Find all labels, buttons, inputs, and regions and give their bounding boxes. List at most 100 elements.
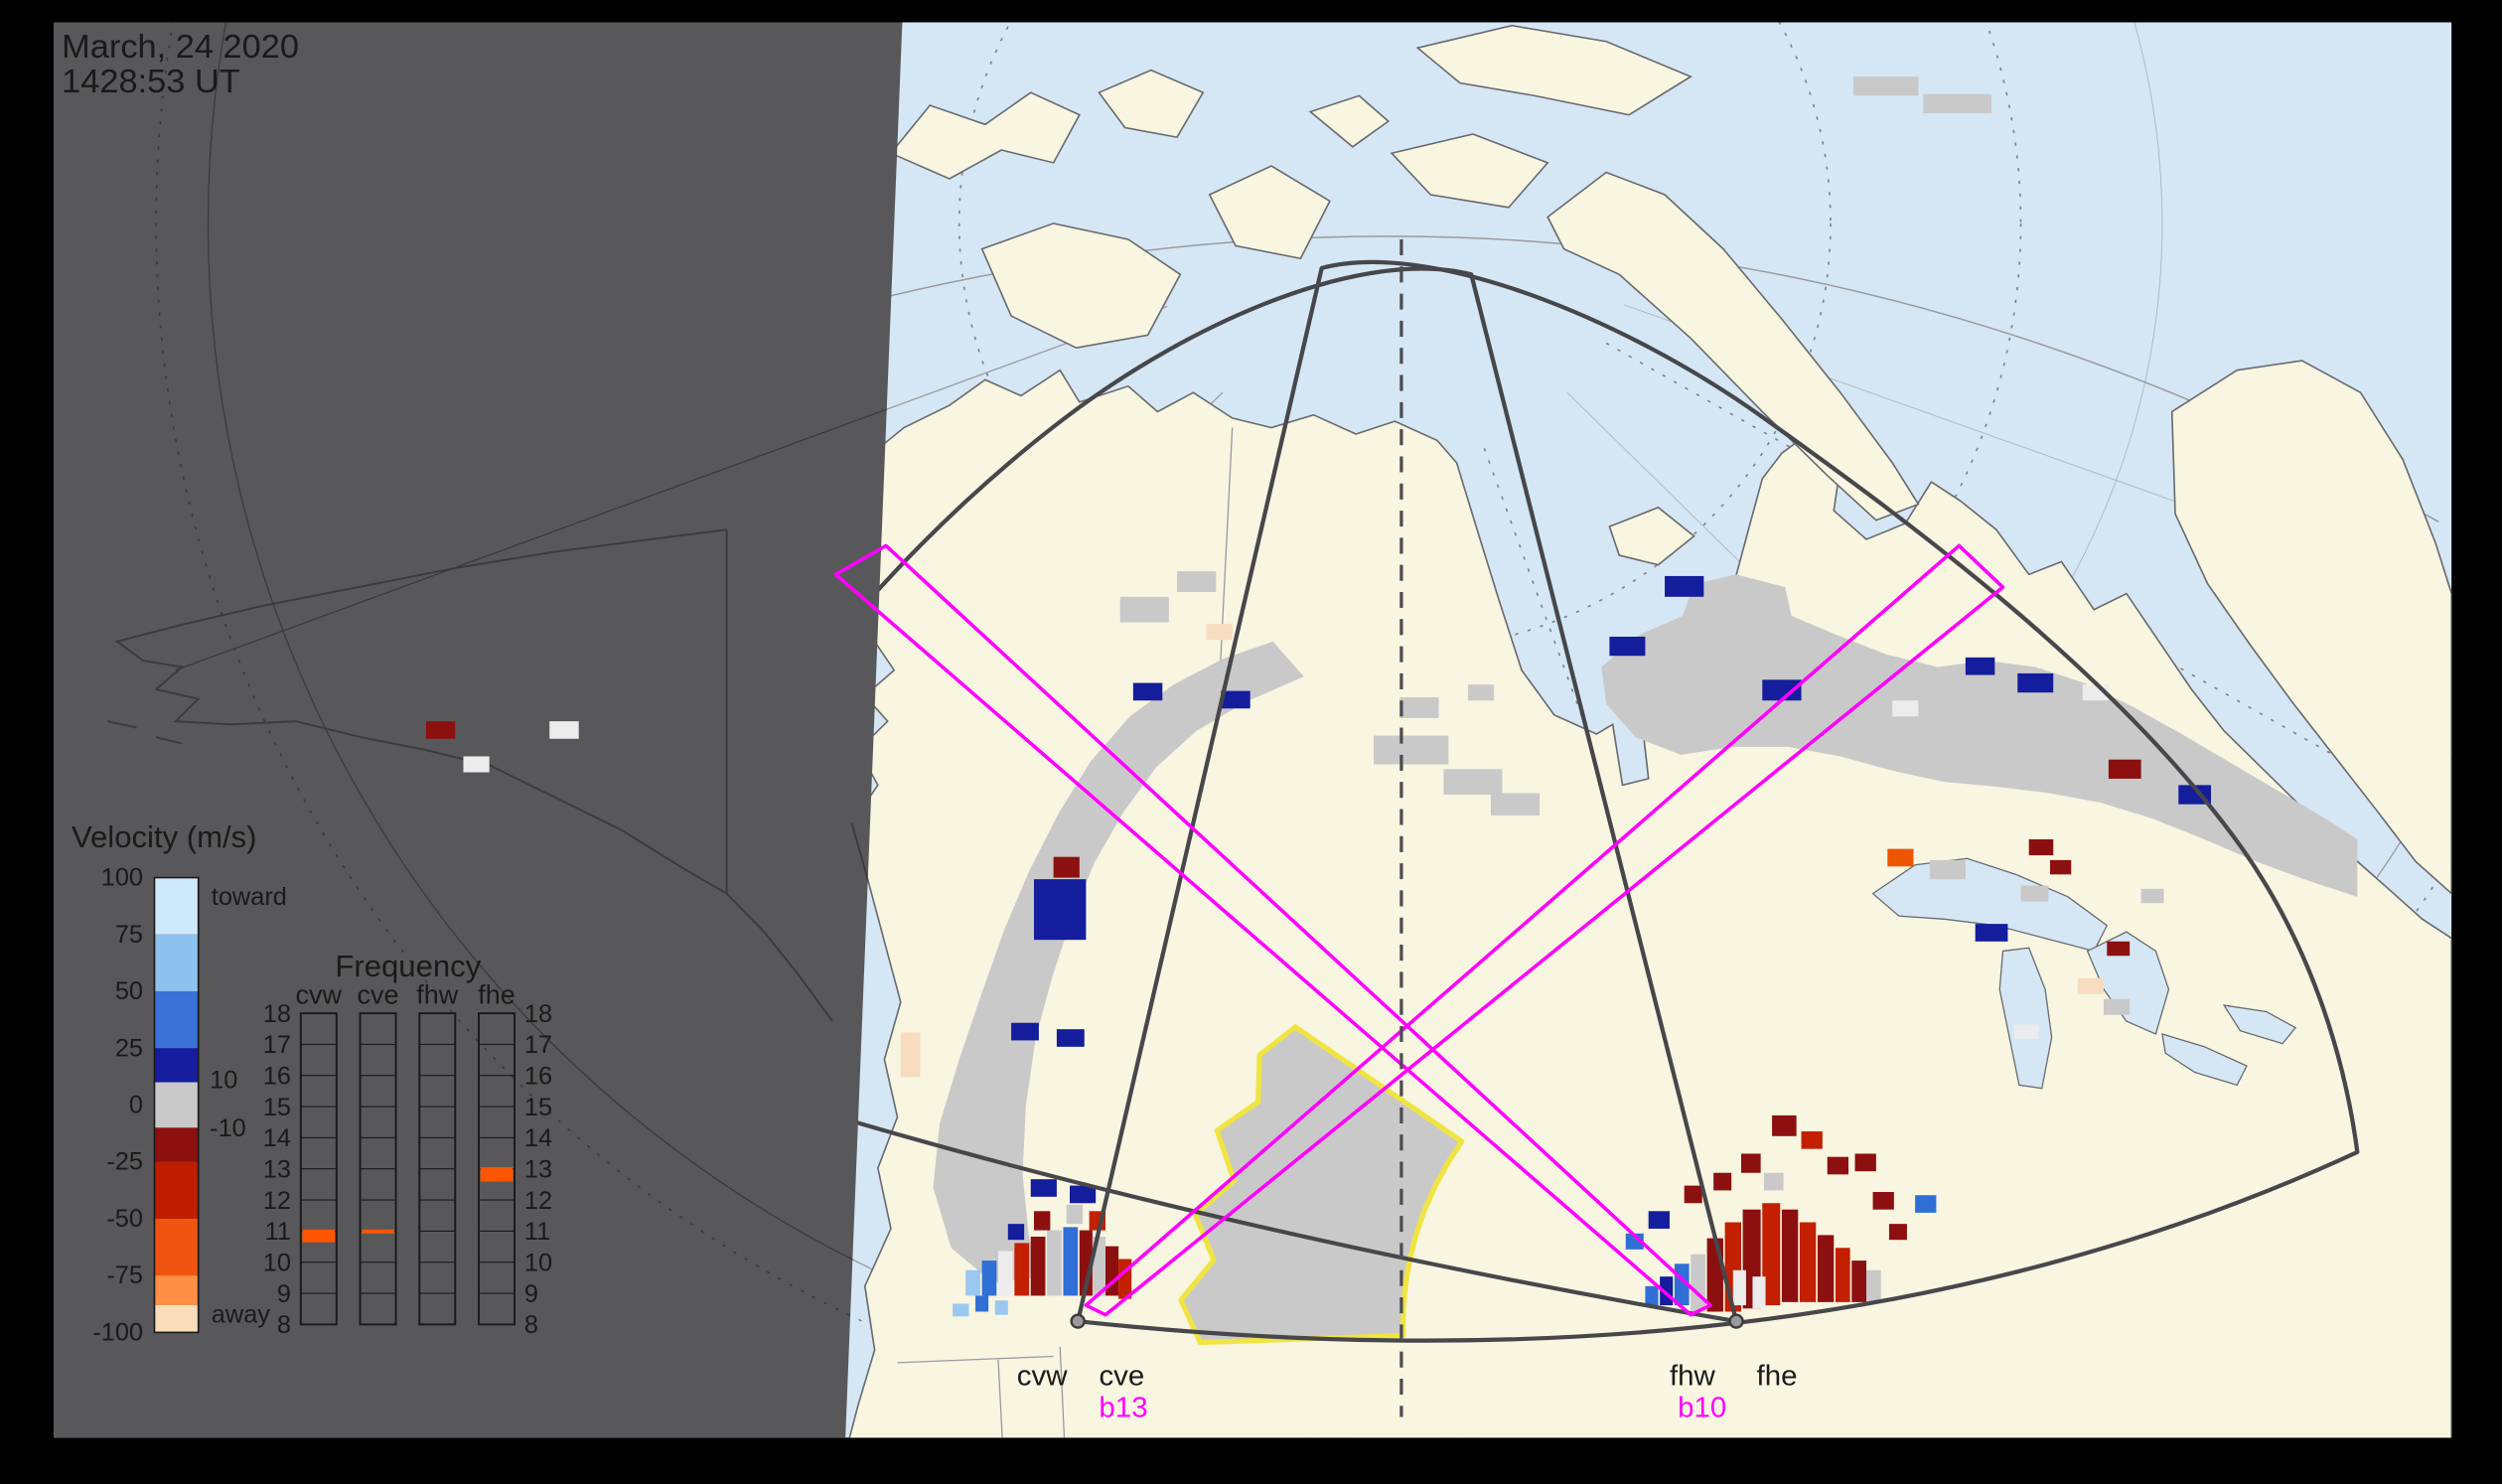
scatter-band-east (1601, 574, 2358, 897)
data-cell (1762, 679, 1802, 701)
frequency-scale-label-left: 8 (277, 1311, 291, 1339)
frequency-scale-label-left: 12 (263, 1187, 291, 1215)
frequency-column-label: cve (358, 980, 399, 1010)
aleutian-islands (106, 720, 183, 745)
colorbar-tick-label: 100 (101, 864, 143, 892)
data-cell (2049, 859, 2072, 875)
data-cell (1915, 1195, 1937, 1213)
colorbar-tick-label: -75 (106, 1261, 143, 1289)
data-cell (1011, 1022, 1039, 1041)
radar-site-dot-fh (1728, 1313, 1744, 1329)
data-cell (2103, 998, 2131, 1015)
frequency-mark-fhe (480, 1167, 514, 1182)
data-cell (1399, 697, 1439, 718)
neg-threshold-label: -10 (210, 1114, 246, 1142)
data-cell (1206, 624, 1233, 641)
data-cell (1763, 1172, 1784, 1191)
data-cell (2013, 1024, 2039, 1039)
frequency-scale-label-right: 12 (524, 1187, 552, 1215)
data-cell (1069, 1185, 1097, 1204)
data-cell (1648, 1211, 1670, 1229)
frequency-scale-label-left: 11 (265, 1218, 291, 1246)
terminator-overlay (54, 22, 903, 1438)
data-cell (1888, 1224, 1907, 1241)
data-cell (1033, 879, 1087, 941)
data-cell (1772, 1114, 1797, 1136)
data-cell (1118, 1259, 1132, 1299)
data-cell (1929, 859, 1966, 880)
arctic-island (1098, 69, 1205, 139)
data-cell (1443, 769, 1503, 796)
data-cell (1468, 684, 1495, 701)
data-cell (1033, 1211, 1051, 1231)
data-cell (1063, 1227, 1079, 1296)
data-cell (425, 721, 456, 739)
data-cell (549, 721, 579, 739)
colorbar-segment (154, 991, 199, 1049)
data-cell (997, 1251, 1013, 1296)
data-cell (1713, 1172, 1732, 1191)
colorbar-tick-label: 0 (129, 1092, 143, 1119)
beam-label-b10: b10 (1678, 1393, 1726, 1424)
data-cell (2020, 885, 2049, 902)
colorbar-tick-label: -100 (92, 1319, 143, 1347)
data-cell (1732, 1269, 1746, 1306)
data-cell (2077, 977, 2104, 994)
date-label: March, 24 2020 (62, 28, 299, 66)
data-cell (2017, 672, 2054, 693)
colorbar-segment (154, 1082, 199, 1128)
data-cell (1056, 1029, 1085, 1047)
data-cell (1851, 1261, 1867, 1302)
beam-b10 (833, 543, 1712, 1317)
data-cell (1923, 93, 1992, 114)
scatter-band-west (933, 641, 1304, 1283)
velocity-legend-title: Velocity (m/s) (72, 819, 257, 854)
data-cell (1490, 793, 1541, 816)
beam-b13 (1084, 543, 2005, 1317)
frequency-scale-label-right: 15 (524, 1094, 552, 1121)
data-cell (1827, 1156, 1849, 1175)
data-cell (1975, 924, 2008, 942)
colorbar-segment (154, 934, 199, 992)
data-cell (1014, 1243, 1030, 1296)
arctic-island (889, 91, 1081, 180)
data-cell (2140, 888, 2164, 904)
data-cell (2108, 759, 2141, 779)
frequency-scale-label-left: 17 (263, 1031, 291, 1059)
data-cell (1221, 690, 1251, 709)
data-cell (1684, 1185, 1702, 1204)
colorbar-segment (154, 1218, 199, 1276)
frequency-panel-title: Frequency (335, 949, 481, 983)
data-cell (1762, 1203, 1781, 1306)
data-cell (1007, 1224, 1025, 1241)
data-cell (1817, 1235, 1835, 1302)
frequency-column-label: fhe (478, 980, 515, 1010)
frequency-scale-label-left: 16 (263, 1063, 291, 1091)
data-cell (1866, 1269, 1881, 1302)
frequency-scale-label-right: 16 (524, 1063, 552, 1091)
frequency-scale-label-left: 9 (277, 1280, 291, 1308)
data-cell (1030, 1179, 1057, 1197)
frequency-scale-label-left: 18 (263, 1000, 291, 1028)
data-cell (2107, 941, 2131, 957)
frequency-mark-cve (362, 1229, 394, 1234)
political-borders (897, 427, 1234, 1438)
frequency-scale-label-left: 10 (263, 1250, 291, 1277)
data-cell (1132, 682, 1163, 701)
data-cell (1740, 1153, 1761, 1173)
colorbar-segment (154, 1304, 199, 1333)
data-cell (1752, 1276, 1766, 1309)
frequency-scale-label-right: 10 (524, 1250, 552, 1277)
victoria-island (980, 223, 1182, 350)
data-cell (953, 1303, 969, 1317)
frequency-scale-label-right: 11 (524, 1218, 550, 1246)
data-cell (1872, 1192, 1894, 1210)
data-cell (1887, 848, 1914, 867)
fov-fan-east-looking (1076, 259, 2360, 1343)
data-cell (1799, 1222, 1817, 1302)
colorbar-tick-label: 50 (115, 977, 143, 1005)
data-cell (1892, 700, 1919, 717)
colorbar-tick-label: 25 (115, 1034, 143, 1062)
data-cell (1177, 571, 1217, 592)
